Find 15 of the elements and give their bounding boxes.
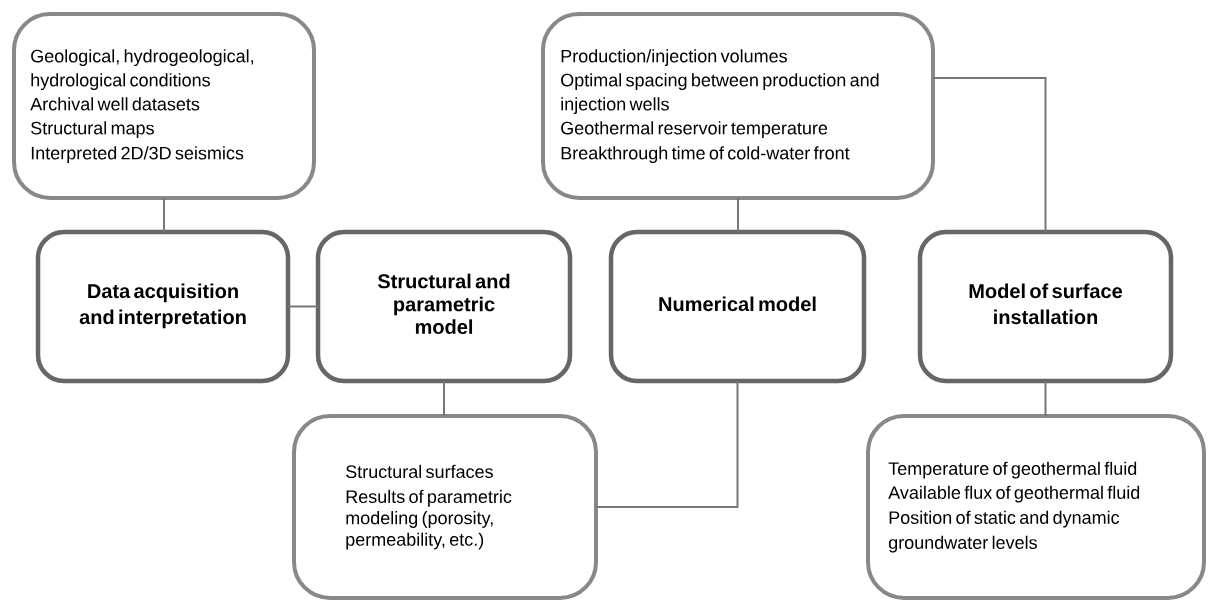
process-box: Model of surface installation [917,229,1174,384]
connector-line [1044,380,1047,417]
note-box: Production/injection volumes Optimal spacing between production and injection wells Geothermal reservoir temperature Breakthrough time of cold-water front [541,12,935,200]
connector-line [163,197,165,233]
process-box: Data acquisition and interpretation [35,229,291,384]
connector-line [443,380,445,417]
connector-line [932,77,1047,233]
connector-line [595,380,739,508]
note-box: Structural surfaces Results of parametric modeling (porosity, permeability, etc.) [292,414,598,600]
process-box: Numerical model [608,229,867,384]
connector-line [737,197,739,233]
note-box: Geological, hydrogeological, hydrological conditions Archival well datasets Structural maps Interpreted 2D/3D seismics [12,12,316,200]
process-box: Structural and parametric model [315,229,573,384]
note-box: Temperature of geothermal fluid Available flux of geothermal fluid Position of static and dynamic groundwater levels [866,414,1206,600]
connector-line [287,305,319,308]
